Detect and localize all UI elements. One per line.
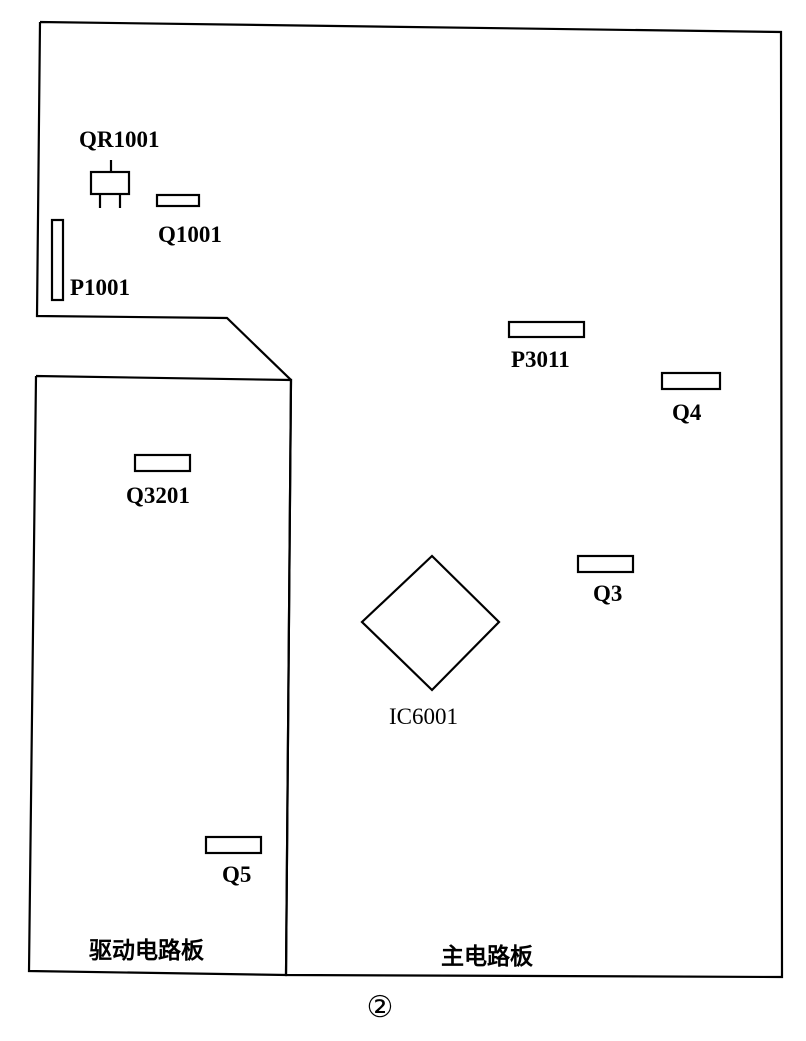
q4-component <box>660 371 722 391</box>
q5-label: Q5 <box>222 862 251 887</box>
q5-component <box>204 835 263 855</box>
p3011-component <box>507 320 586 339</box>
qr1001-label: QR1001 <box>79 127 160 152</box>
p3011-label: P3011 <box>511 347 570 372</box>
q4-label: Q4 <box>672 400 702 425</box>
q3-label: Q3 <box>593 581 622 606</box>
ic6001-label: IC6001 <box>389 704 458 729</box>
main-board-label: 主电路板 <box>441 943 534 970</box>
p1001-component <box>50 218 65 302</box>
q3201-label: Q3201 <box>126 483 190 508</box>
q1001-component <box>155 193 201 208</box>
q3201-component <box>133 453 192 473</box>
ic6001-component <box>360 554 501 692</box>
driver-board-outline <box>27 374 293 977</box>
q1001-label: Q1001 <box>158 222 222 247</box>
figure-number: ② <box>367 990 394 1025</box>
q3-component <box>576 554 635 574</box>
qr1001-symbol <box>89 160 131 208</box>
p1001-label: P1001 <box>70 275 130 300</box>
driver-board-label: 驱动电路板 <box>89 937 205 964</box>
